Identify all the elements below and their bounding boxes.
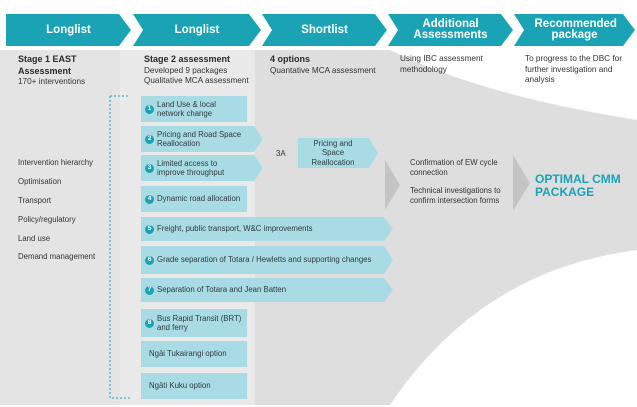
package-5: 5 Freight, public transport, W&C improve… (141, 217, 393, 241)
chevron-label: Recommended package (534, 18, 617, 41)
package-label: Limited access to improve throughput (157, 158, 225, 177)
package-label: Land Use & local network change (157, 99, 216, 119)
chevron-shortlist: Shortlist (262, 14, 387, 46)
package-label: Pricing and Road Space Reallocation (157, 129, 242, 148)
chevron-longlist-2: Longlist (133, 14, 261, 46)
additional-item-1: Confirmation of EW cycle connection (410, 158, 498, 177)
shortlist-option-3a: Pricing and Space Reallocation (298, 138, 378, 168)
col4-line1: Using IBC assessment methodology (400, 54, 483, 74)
chevron-label: Longlist (174, 23, 220, 36)
package-label: Bus Rapid Transit (BRT) and ferry (157, 313, 242, 333)
col2-line2: Qualitative MCA assessment (144, 76, 249, 85)
package-2: 2 Pricing and Road Space Reallocation (141, 126, 263, 152)
package-number: 5 (145, 225, 154, 234)
col2-line1: Developed 9 packages (144, 65, 228, 75)
col5-line1: To progress to the DBC for further inves… (525, 54, 622, 84)
col3-line1: Quantative MCA assessment (270, 65, 376, 75)
col3-title: 4 options (270, 54, 310, 64)
left-item: Transport (18, 196, 52, 205)
package-label: Ngāti Kuku option (149, 381, 211, 391)
chevron-label: Longlist (46, 23, 91, 36)
package-number: 3 (145, 164, 154, 173)
col4-heading: Using IBC assessment methodology (400, 54, 510, 75)
chevron-label: Shortlist (301, 23, 348, 36)
package-label: Ngāi Tukairangi option (149, 349, 227, 359)
package-ngati-kuku: Ngāti Kuku option (141, 373, 247, 399)
package-number: 6 (145, 256, 154, 265)
package-4: 4 Dynamic road allocation (141, 186, 247, 212)
optimal-package-label: OPTIMAL CMM PACKAGE (535, 172, 621, 199)
funnel-left-shade (0, 50, 120, 405)
package-label: Grade separation of Totara / Hewletts an… (157, 255, 372, 265)
col1-sub: 170+ interventions (18, 77, 86, 86)
package-8: 8 Bus Rapid Transit (BRT) and ferry (141, 309, 247, 337)
package-number: 2 (145, 135, 154, 144)
left-item: Demand management (18, 252, 96, 261)
package-ngai-tukairangi: Ngāi Tukairangi option (141, 341, 247, 367)
chevron-recommended: Recommended package (514, 14, 635, 46)
dotted-bracket (109, 95, 130, 399)
col2-title: Stage 2 assessment (144, 54, 231, 64)
col1-heading: Stage 1 EAST Assessment 170+ interventio… (18, 54, 118, 88)
option-tag: 3A (276, 149, 286, 158)
shortlist-option-label: Pricing and Space Reallocation (311, 138, 355, 167)
package-number: 1 (145, 104, 154, 114)
chevron-additional: Additional Assessments (388, 14, 513, 46)
chevron-label: Additional Assessments (413, 18, 488, 41)
package-label: Freight, public transport, W&C improveme… (157, 224, 313, 234)
left-item: Intervention hierarchy (18, 158, 93, 167)
package-6: 6 Grade separation of Totara / Hewletts … (141, 246, 393, 274)
chevron-longlist-1: Longlist (6, 14, 131, 46)
package-3: 3 Limited access to improve throughput (141, 155, 263, 181)
left-item: Land use (18, 234, 51, 243)
package-number: 4 (145, 194, 154, 204)
col3-heading: 4 options Quantative MCA assessment (270, 54, 385, 76)
left-item: Policy/regulatory (18, 215, 76, 224)
col5-heading: To progress to the DBC for further inves… (525, 54, 633, 86)
gray-arrow-additional (385, 160, 400, 210)
additional-item-2: Technical investigations to confirm inte… (410, 186, 501, 205)
gray-arrow-recommended (513, 155, 530, 211)
package-label: Separation of Totara and Jean Batten (157, 285, 287, 295)
package-7: 7 Separation of Totara and Jean Batten (141, 278, 393, 302)
col2-heading: Stage 2 assessment Developed 9 packages … (144, 54, 262, 87)
col1-title: Stage 1 EAST Assessment (18, 54, 77, 76)
left-item: Optimisation (18, 177, 62, 186)
package-label: Dynamic road allocation (157, 194, 241, 204)
package-number: 8 (145, 318, 154, 328)
package-number: 7 (145, 286, 154, 295)
package-1: 1 Land Use & local network change (141, 96, 247, 122)
